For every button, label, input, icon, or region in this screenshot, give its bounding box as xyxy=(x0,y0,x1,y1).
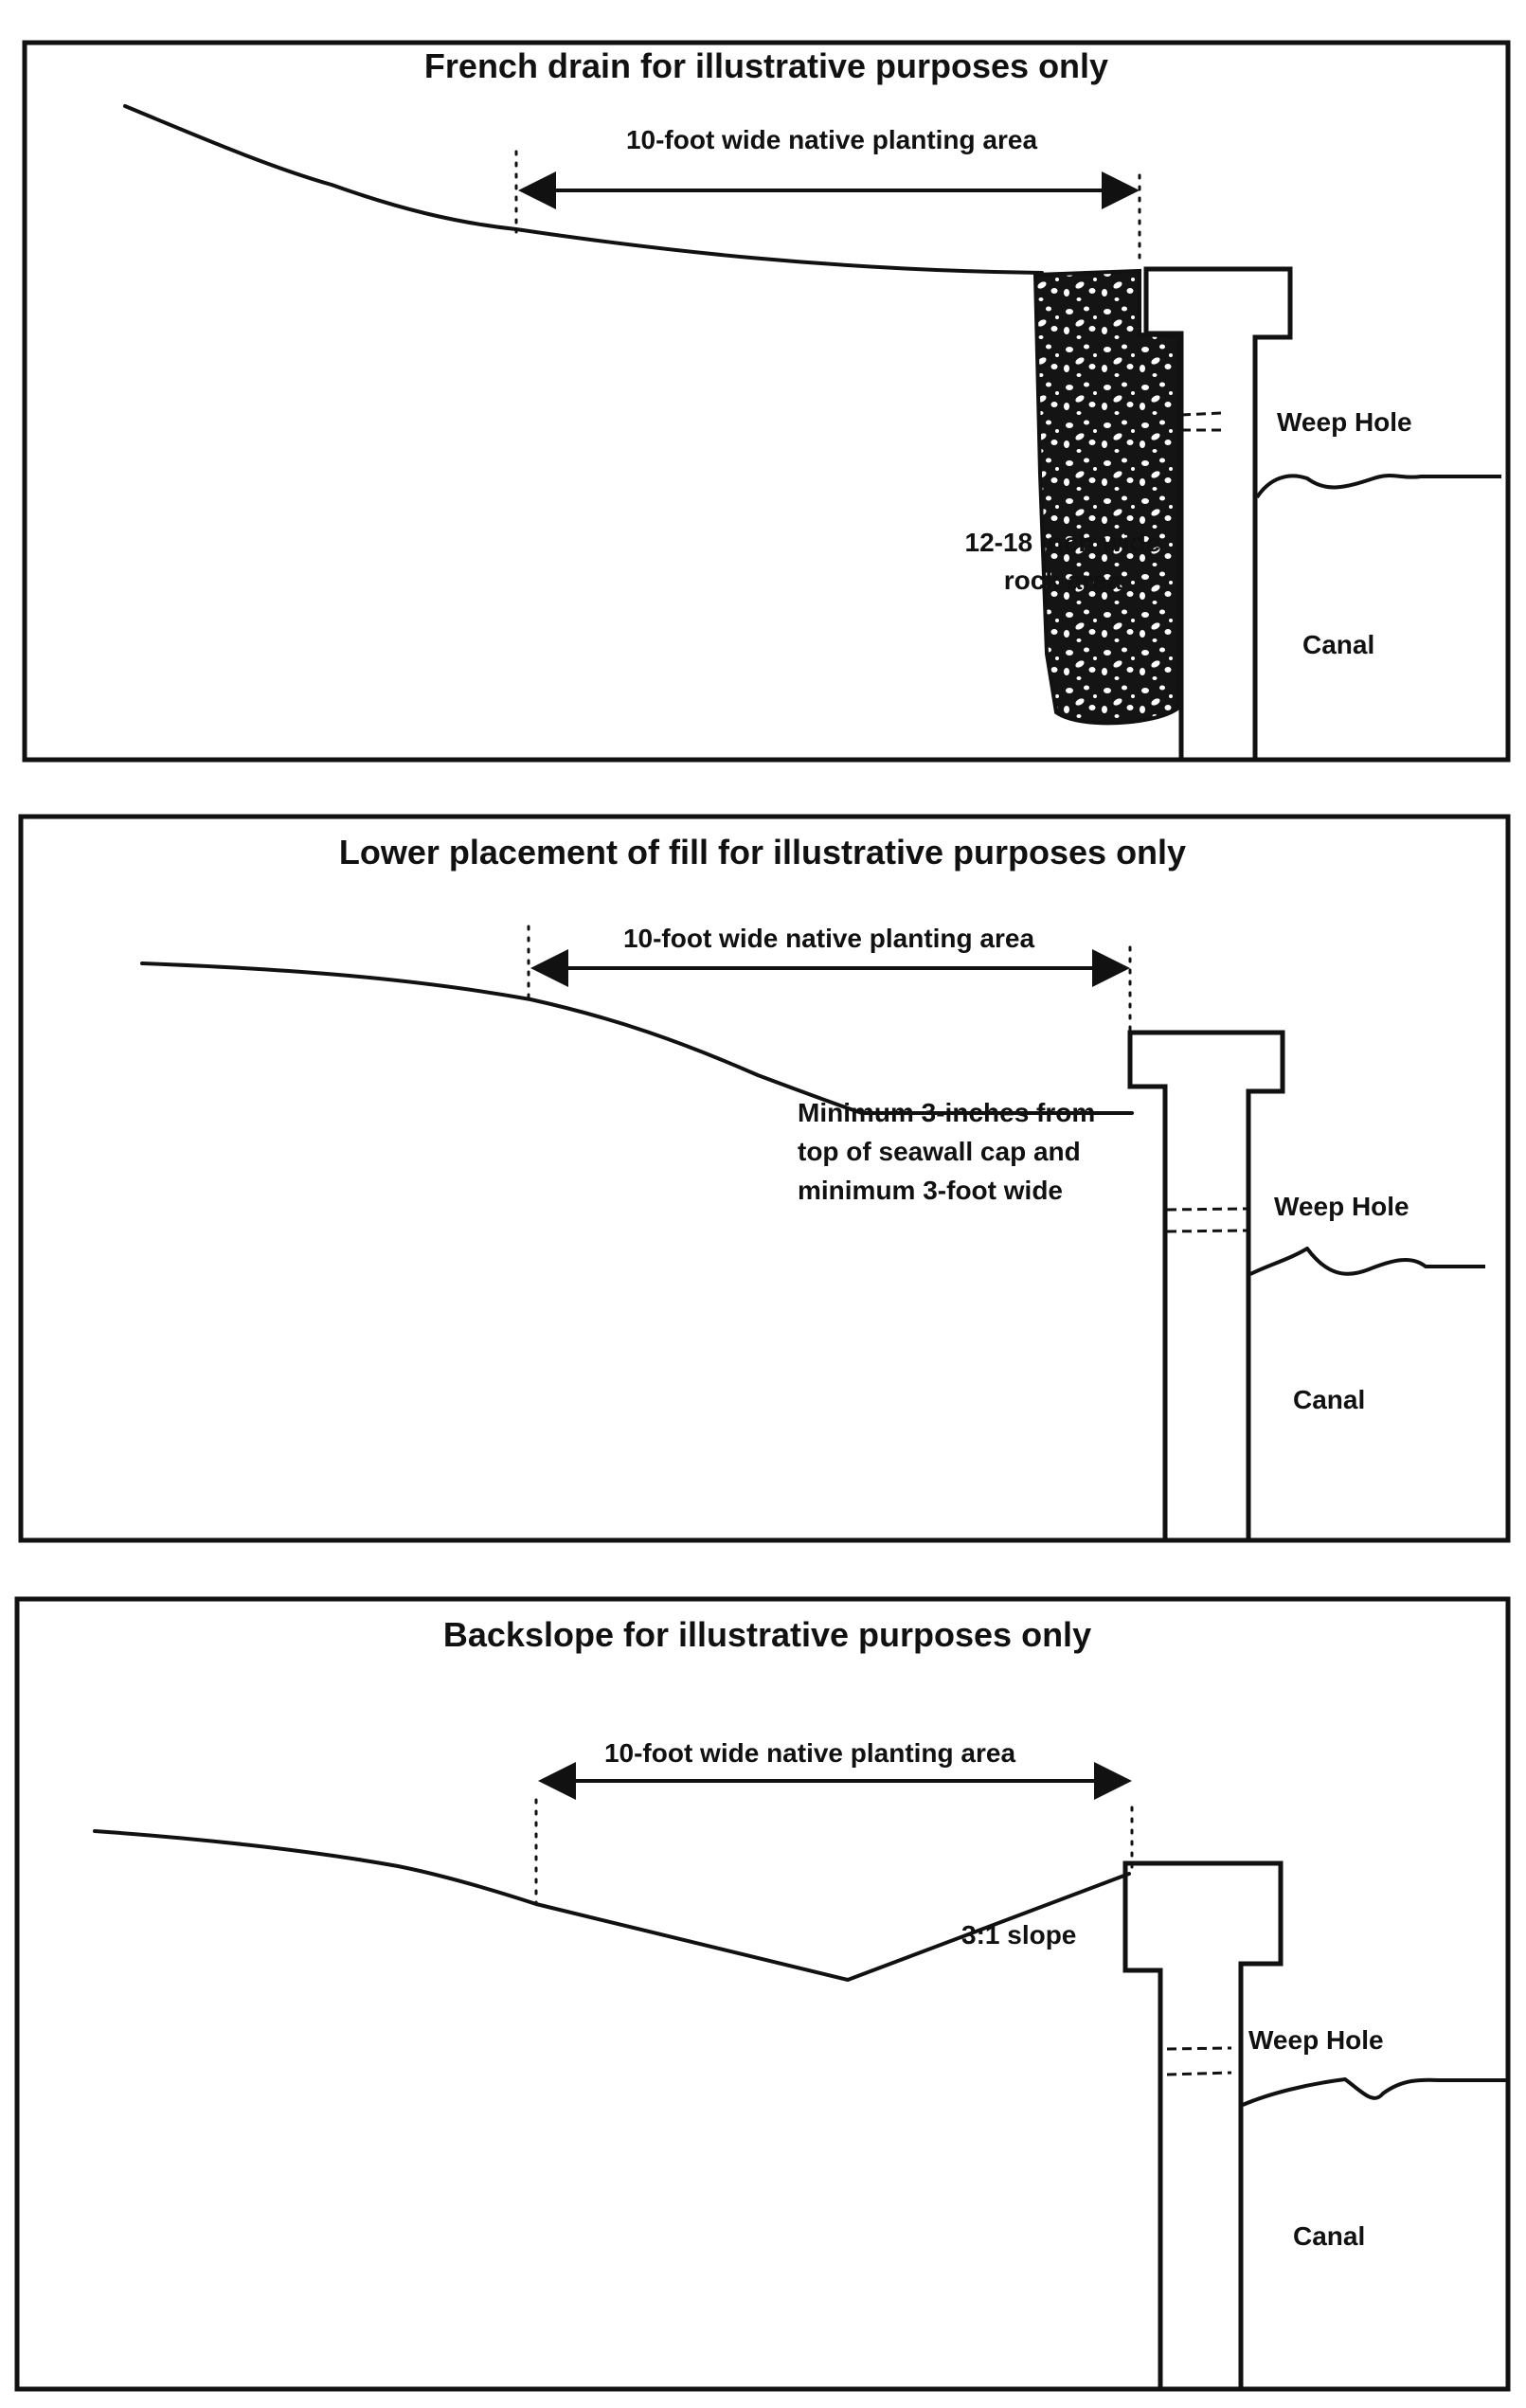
weep-hole-label: Weep Hole xyxy=(1248,2025,1384,2055)
rock-area-label-line2: rock area xyxy=(1004,566,1122,595)
fill-note-line3: minimum 3-foot wide xyxy=(798,1176,1063,1205)
planting-area-label: 10-foot wide native planting area xyxy=(626,125,1038,154)
panel-title: French drain for illustrative purposes o… xyxy=(424,46,1108,85)
ground-line xyxy=(140,961,1134,1115)
fill-note-line2: top of seawall cap and xyxy=(798,1137,1081,1166)
weep-hole xyxy=(1166,1207,1248,1233)
weep-hole xyxy=(1180,411,1223,432)
panel-lower-fill: Lower placement of fill for illustrative… xyxy=(18,814,1511,1543)
seawall xyxy=(1127,1030,1285,1540)
water-line xyxy=(1249,1247,1485,1276)
ground-line xyxy=(93,1829,1131,1982)
planting-area-label: 10-foot wide native planting area xyxy=(604,1738,1016,1768)
canal-label: Canal xyxy=(1302,630,1374,659)
planting-area-label: 10-foot wide native planting area xyxy=(623,924,1035,953)
panel-title: Backslope for illustrative purposes only xyxy=(443,1615,1091,1654)
seawall xyxy=(1122,1860,1284,2389)
panel-frame xyxy=(22,40,1511,763)
panel-french-drain: French drain for illustrative purposes o… xyxy=(22,40,1511,763)
panel-frame xyxy=(14,1596,1511,2392)
slope-label: 3:1 slope xyxy=(961,1920,1076,1950)
weep-hole-label: Weep Hole xyxy=(1277,407,1412,437)
panel-frame xyxy=(18,814,1511,1543)
water-line xyxy=(1242,2077,1508,2107)
rock-area-label-line1: 12-18 inch wide xyxy=(965,528,1161,557)
seawall xyxy=(1143,266,1293,759)
weep-hole-label: Weep Hole xyxy=(1274,1192,1409,1221)
panel-title: Lower placement of fill for illustrative… xyxy=(339,833,1186,872)
canal-label: Canal xyxy=(1293,2221,1365,2251)
panel-backslope: Backslope for illustrative purposes only… xyxy=(14,1596,1511,2392)
fill-note-line1: Minimum 3-inches from xyxy=(798,1098,1095,1127)
ground-line xyxy=(123,104,1044,275)
water-line xyxy=(1255,474,1501,499)
weep-hole xyxy=(1166,2046,1232,2076)
rock-area xyxy=(1032,268,1182,726)
canal-label: Canal xyxy=(1293,1385,1365,1414)
